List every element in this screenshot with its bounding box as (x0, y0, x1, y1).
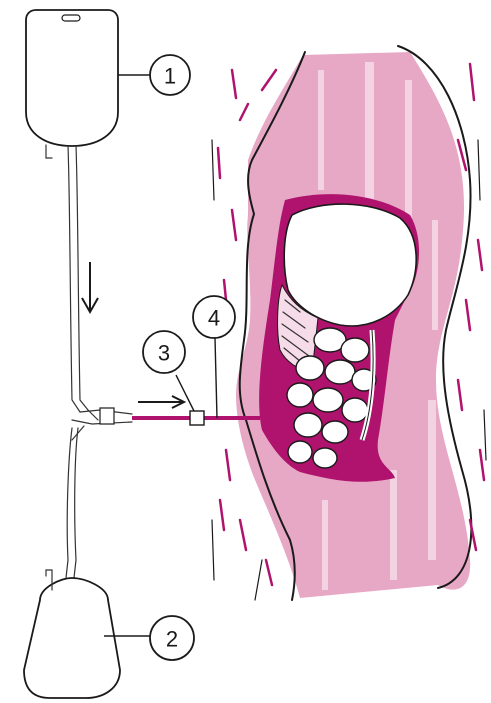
tubing-system (24, 10, 260, 698)
callout-4: 4 (193, 296, 235, 338)
callout-1: 1 (118, 55, 190, 95)
catheter-connector (190, 411, 204, 425)
callout-3: 3 (143, 331, 185, 373)
bag-port (46, 145, 52, 158)
arrow-right-icon (138, 396, 184, 408)
drain-tube (66, 428, 72, 578)
callout-2-label: 2 (166, 627, 178, 652)
body-cross-section (212, 46, 486, 600)
arrow-down-icon (82, 262, 98, 312)
callout-1-label: 1 (164, 64, 176, 89)
liver (284, 204, 416, 326)
drainage-bag (24, 578, 120, 698)
inflow-bag (26, 10, 118, 146)
callout-4-label: 4 (208, 306, 220, 331)
callout-3-label: 3 (158, 341, 170, 366)
callout-4-line (215, 338, 217, 418)
